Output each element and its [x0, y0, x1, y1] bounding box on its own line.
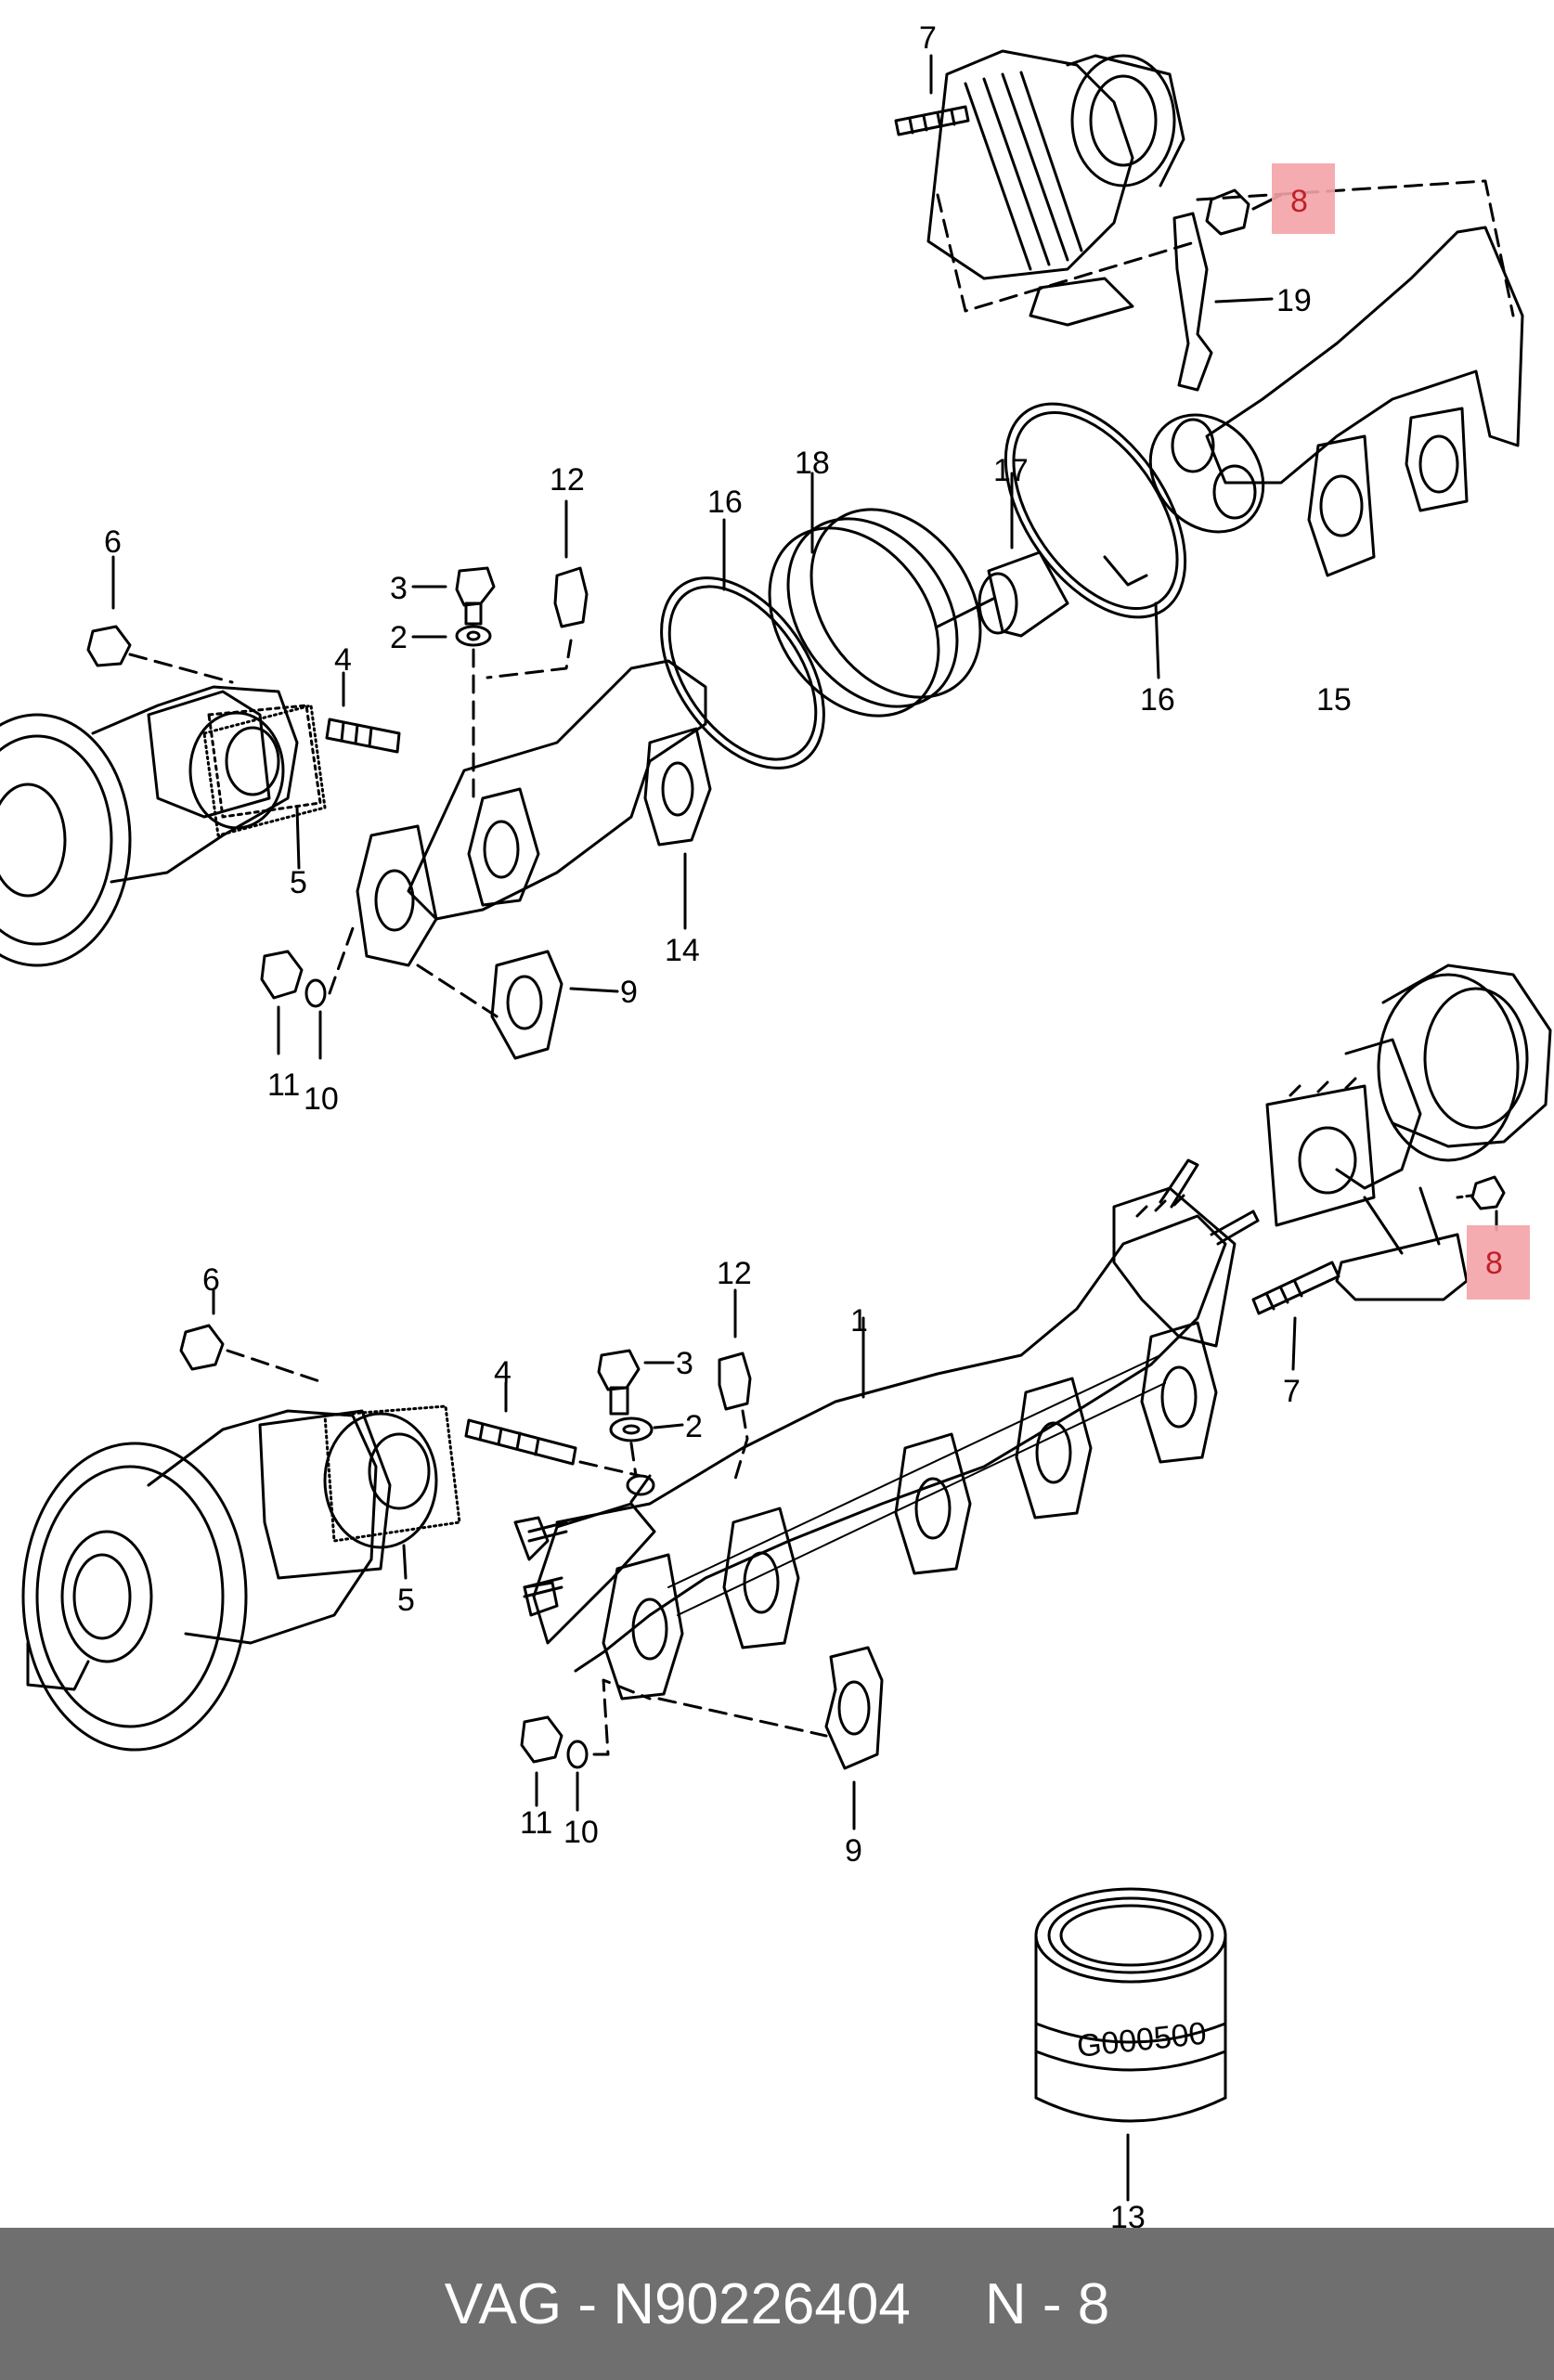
label-top-6: 6	[104, 524, 122, 560]
top-bellows-18	[768, 472, 995, 718]
top-turbo-left	[0, 685, 322, 967]
top-manifold-left-14	[356, 659, 712, 967]
label-bottom-13: 13	[1110, 2200, 1146, 2228]
label-bottom-2: 2	[685, 1409, 703, 1444]
top-sensor-12	[486, 499, 589, 679]
top-stud-7	[894, 54, 970, 136]
label-bottom-6: 6	[202, 1262, 220, 1298]
top-turbocharger	[926, 49, 1185, 327]
label-top-15: 15	[1316, 682, 1352, 718]
top-clamp-16a	[660, 518, 825, 770]
top-gasket-5	[202, 704, 327, 870]
top-sleeve-17	[978, 472, 1069, 638]
watermark-text: G000500	[1075, 2016, 1208, 2064]
top-gasket-9	[416, 950, 619, 1060]
label-top-16a: 16	[707, 485, 743, 520]
exhaust-manifold-diagram: G000500 7 8 19 12 18 17 16 6 3 2 4 16 15…	[0, 20, 1552, 2228]
bottom-studs-left	[523, 1520, 568, 1598]
brand-label: VAG	[444, 2271, 563, 2336]
bottom-manifold-flanges	[602, 1316, 1218, 1701]
top-nut-8	[1205, 188, 1283, 236]
top-bolt-3-washer-2	[411, 566, 496, 800]
bottom-nut-11-washer-10	[520, 1678, 652, 1812]
top-nut-6	[86, 555, 234, 684]
label-top-3: 3	[390, 571, 408, 606]
label-top-8: 8	[1290, 184, 1308, 219]
label-top-18: 18	[795, 446, 830, 481]
label-top-5: 5	[290, 865, 307, 900]
bottom-stud-7	[1251, 1261, 1340, 1371]
top-stud-4	[325, 671, 401, 754]
bottom-sleeve-13	[1034, 1887, 1227, 2202]
label-top-2: 2	[390, 620, 408, 655]
label-bottom-12: 12	[717, 1256, 752, 1291]
label-bottom-5: 5	[397, 1583, 415, 1618]
bottom-stud-4	[464, 1381, 642, 1478]
part-info-footer: VAG - N90226404 N - 8	[0, 2228, 1554, 2380]
label-bottom-7: 7	[1283, 1374, 1301, 1409]
label-top-14: 14	[665, 933, 700, 968]
label-bottom-1: 1	[850, 1303, 868, 1339]
label-top-16b: 16	[1140, 682, 1175, 718]
highlight-bottom-8	[1467, 1225, 1530, 1300]
label-top-9: 9	[620, 975, 638, 1010]
bottom-sensor-12	[718, 1288, 752, 1487]
position-label: N - 8	[984, 2271, 1110, 2336]
label-bottom-9: 9	[845, 1833, 862, 1869]
highlight-top-8	[1272, 163, 1335, 234]
bottom-manifold-1	[513, 1158, 1260, 1673]
top-clamp-16b	[1004, 402, 1187, 679]
label-bottom-4: 4	[494, 1355, 512, 1390]
label-top-11: 11	[267, 1067, 300, 1103]
top-bracket-19	[1172, 212, 1274, 392]
label-top-10: 10	[304, 1081, 339, 1117]
bottom-nut-8	[1456, 1175, 1506, 1232]
bottom-bolt-3-washer-2	[597, 1349, 684, 1478]
bottom-nut-6	[179, 1288, 327, 1385]
label-top-17: 17	[993, 453, 1029, 488]
bottom-gasket-5	[402, 1544, 408, 1580]
label-bottom-8: 8	[1485, 1246, 1503, 1281]
label-top-7: 7	[919, 20, 937, 56]
top-manifold-right	[1148, 226, 1524, 577]
bottom-turbo-right	[1265, 964, 1552, 1301]
label-bottom-3: 3	[676, 1346, 693, 1381]
label-top-4: 4	[334, 642, 352, 678]
label-top-12: 12	[550, 462, 585, 498]
top-nut-11-washer-10	[260, 926, 355, 1060]
label-bottom-10: 10	[563, 1815, 599, 1850]
label-bottom-11: 11	[520, 1805, 552, 1841]
part-number: N90226404	[613, 2271, 911, 2336]
brand-separator: -	[562, 2271, 614, 2336]
bottom-gasket-9	[657, 1646, 884, 1830]
bottom-turbocharger-left	[21, 1404, 461, 1752]
label-top-19: 19	[1276, 283, 1312, 318]
